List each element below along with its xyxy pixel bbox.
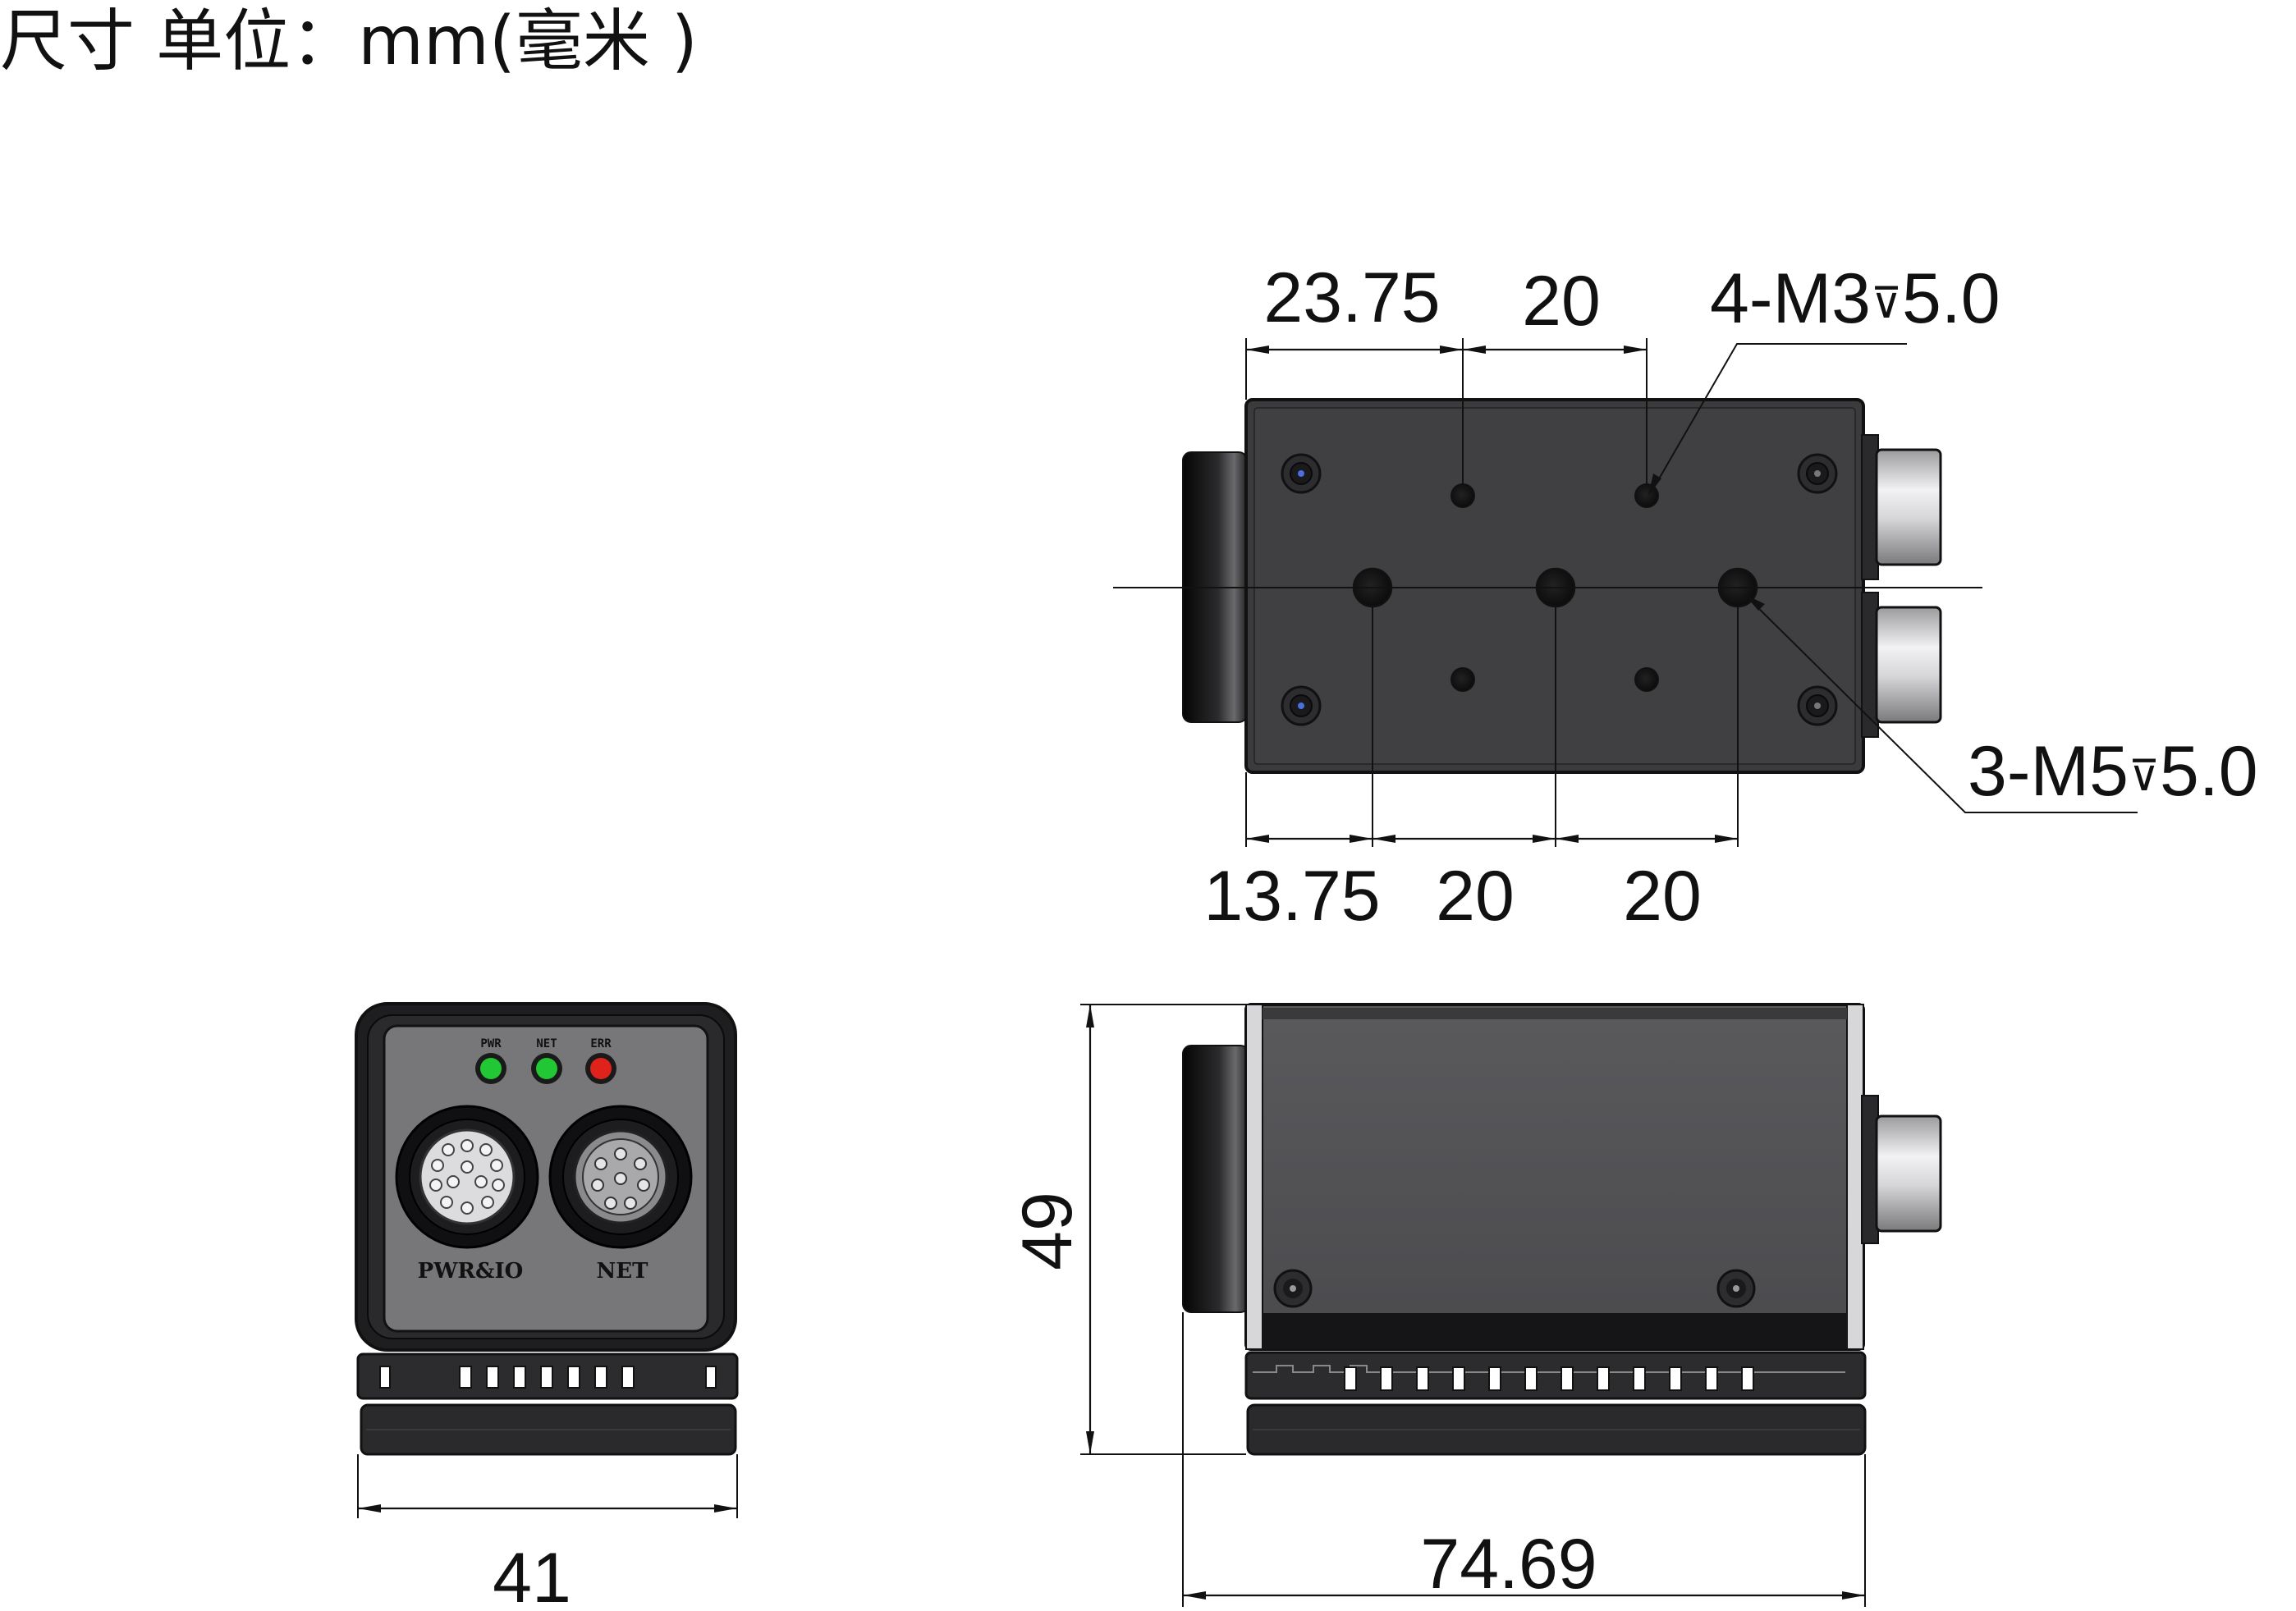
led-err: ERR <box>585 1037 616 1084</box>
dim-top-20: 20 <box>1522 262 1601 341</box>
led-net-light <box>536 1058 557 1079</box>
m3-hole <box>1634 667 1659 692</box>
callout-m3: 4-M3⊽5.0 <box>1710 259 2000 338</box>
front-panel <box>383 1024 709 1333</box>
screw-icon <box>1716 1269 1756 1308</box>
dim-height-49: 49 <box>1008 1192 1087 1270</box>
connector-pwr-io-label: PWR&IO <box>418 1259 524 1284</box>
connector-pwr-io <box>395 1105 539 1249</box>
callout-m5: 3-M5⊽5.0 <box>1968 732 2258 811</box>
side-body <box>1244 1003 1865 1351</box>
dim-length-74-69: 74.69 <box>1420 1525 1597 1604</box>
front-view: PWR NET ERR <box>355 1002 739 1611</box>
m3-hole <box>1634 483 1659 508</box>
top-view: 23.75 20 4-M3⊽5.0 3-M5⊽5.0 13.75 20 20 <box>1113 259 2258 936</box>
led-net: NET <box>531 1037 562 1084</box>
m3-hole <box>1450 483 1475 508</box>
led-pwr: PWR <box>475 1037 506 1084</box>
screw-icon <box>1273 1269 1313 1308</box>
dim-bottom-13-75: 13.75 <box>1203 857 1380 936</box>
led-label-pwr: PWR <box>480 1037 502 1050</box>
led-label-err: ERR <box>590 1037 612 1050</box>
dim-top-23-75: 23.75 <box>1263 259 1440 337</box>
led-pwr-light <box>480 1058 502 1079</box>
led-label-net: NET <box>536 1037 557 1050</box>
side-view: 49 74.69 <box>1008 1003 1942 1607</box>
top-connector-upper <box>1875 448 1942 566</box>
led-err-light <box>590 1058 612 1079</box>
side-base-rail <box>1244 1351 1867 1400</box>
side-lens <box>1182 1045 1249 1313</box>
connector-net <box>548 1105 693 1249</box>
dim-bottom-20a: 20 <box>1436 857 1515 936</box>
screw-icon <box>1281 685 1322 726</box>
dim-width-41: 41 <box>493 1539 571 1611</box>
connector-net-label: NET <box>597 1259 649 1284</box>
screw-icon <box>1281 453 1322 494</box>
m3-hole <box>1450 667 1475 692</box>
units-title: 尺寸 单位：mm(毫米 ) <box>0 2 698 80</box>
dim-bottom-20b: 20 <box>1623 857 1702 936</box>
side-connector <box>1875 1114 1942 1233</box>
screw-icon <box>1797 685 1838 726</box>
screw-icon <box>1797 453 1838 494</box>
top-connector-lower <box>1875 606 1942 724</box>
